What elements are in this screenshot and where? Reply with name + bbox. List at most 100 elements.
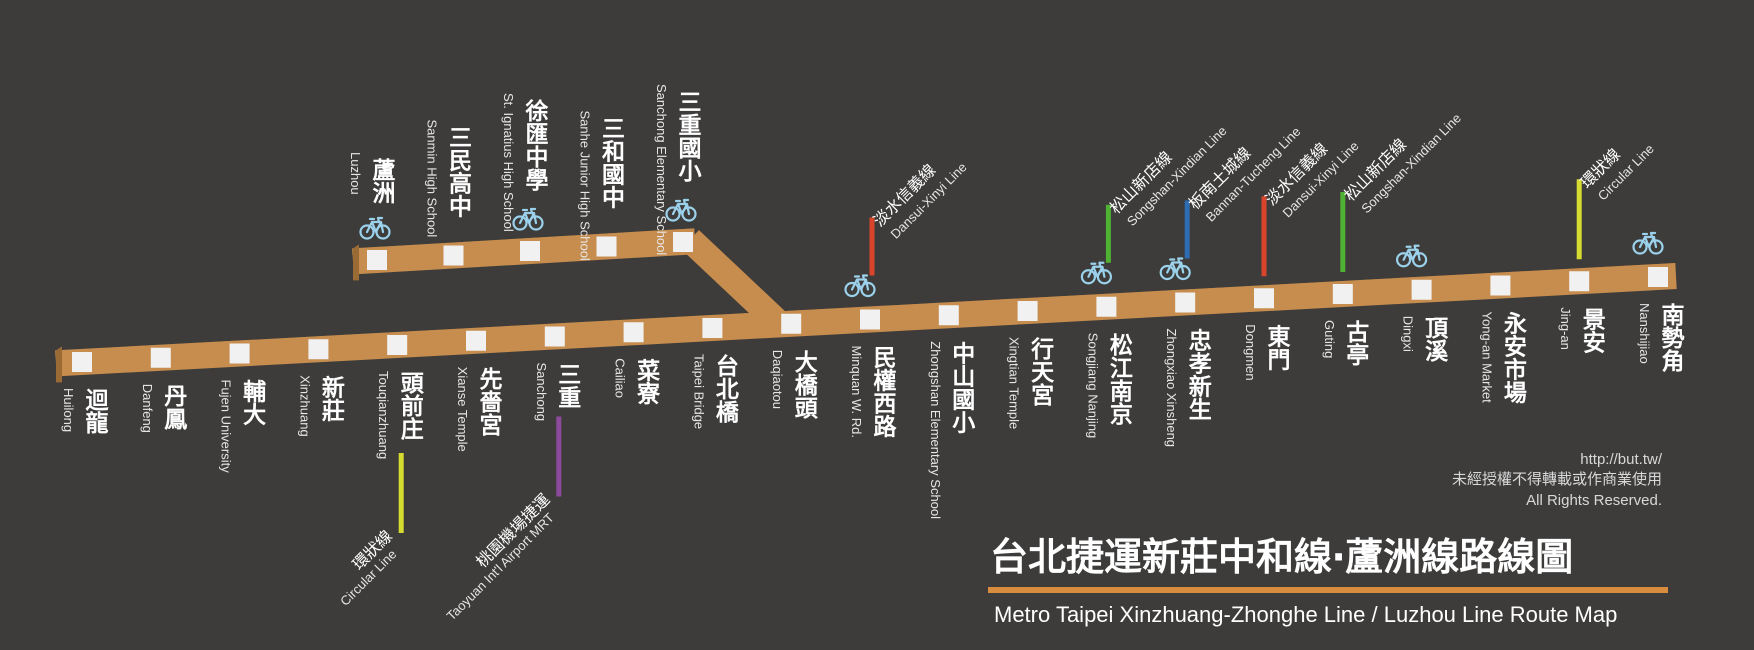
transfer-lines [398,179,1582,533]
station-name-zh: 徐匯中學 [521,98,550,191]
credit-notice: 未經授權不得轉載或作商業使用 [1452,471,1662,488]
station-name-zh: 輔大 [239,379,267,427]
station-name-en: Touqianzhuang [376,371,391,459]
station-name-zh: 三重 [554,363,582,409]
station-marker [72,352,92,372]
station-name-en: Jing-an [1558,307,1573,350]
map-title-en: Metro Taipei Xinzhuang-Zhonghe Line / Lu… [994,602,1617,627]
station-name-zh: 蘆洲 [368,158,396,204]
transfer-name-en: Taoyuan Int'l Airport MRT [444,510,557,623]
station-name-zh: 南勢角 [1657,303,1685,373]
station-taipei-bridge[interactable]: 台北橋 Taipei Bridge [691,353,739,429]
station-marker [1175,292,1196,313]
station-name-en: Xinzhuang [297,375,312,436]
station-name-en: Dongmen [1243,324,1258,380]
station-name-en: Cailiao [613,358,628,398]
station-name-zh: 三民高中 [445,126,473,218]
station-name-en: Fujen University [219,380,234,474]
station-fujen-university[interactable]: 輔大 Fujen University [219,379,267,473]
station-dongmen[interactable]: 東門 Dongmen [1243,324,1291,380]
station-name-en: Yong-an Market [1479,312,1494,404]
station-marker [1411,279,1432,300]
station-marker [596,236,617,257]
station-marker [229,343,250,364]
station-sanchong-elementary-school[interactable]: 三重國小 Sanchong Elementary School [654,84,702,255]
station-name-zh: 台北橋 [711,353,739,423]
station-jing-an[interactable]: 景安 Jing-an [1558,307,1606,353]
station-marker [520,241,540,261]
station-name-en: St. Ignatius High School [501,93,516,232]
station-xianse-temple[interactable]: 先嗇宮 Xianse Temple [455,367,503,452]
station-name-en: Taipei Bridge [691,354,706,429]
title-underline [988,587,1668,593]
bicycle-icon [1632,231,1664,255]
branch-line-endcap [353,244,359,281]
station-st-ignatius-high-school[interactable]: 徐匯中學 St. Ignatius High School [501,93,550,232]
bicycle-icon [1159,257,1191,281]
station-name-en: Luzhou [348,152,363,195]
station-yong-an-market[interactable]: 永安市場 Yong-an Market [1479,312,1527,405]
station-marker [702,318,723,338]
station-sanhe-junior-high-school[interactable]: 三和國中 Sanhe Junior High School [578,111,626,261]
station-sanmin-high-school[interactable]: 三民高中 Sanmin High School [425,120,473,238]
station-name-en: Songjiang Nanjing [1085,333,1100,439]
station-name-zh: 民權西路 [869,346,897,438]
map-title-zh: 台北捷運新莊中和線‧蘆洲線路線圖 [990,535,1573,579]
station-name-zh: 景安 [1578,307,1606,353]
branch-connector-track [681,230,787,332]
station-marker [308,339,329,360]
station-name-en: Zhongshan Elementary School [928,341,943,519]
station-marker [1096,296,1117,317]
station-name-zh: 東門 [1263,324,1291,371]
station-name-en: Xingtian Temple [1007,337,1022,429]
station-marker [367,250,387,270]
station-marker [623,322,644,343]
station-name-en: Sanchong Elementary School [654,84,669,255]
credit-url[interactable]: http://but.tw/ [1580,451,1663,468]
station-name-zh: 行天宮 [1027,336,1056,406]
station-name-zh: 先嗇宮 [475,367,503,436]
station-marker [150,347,171,368]
station-name-en: Sanhe Junior High School [578,111,593,261]
station-xingtian-temple[interactable]: 行天宮 Xingtian Temple [1007,336,1056,429]
transfer-line-bar [1340,192,1346,272]
station-name-en: Guting [1322,320,1337,358]
transfer-line-bar [1261,196,1267,277]
station-marker [938,305,959,326]
station-marker [1332,284,1353,304]
transfer-line-bar [1105,204,1111,263]
station-luzhou[interactable]: 蘆洲 Luzhou [348,152,396,204]
station-marker [544,326,565,347]
station-cailiao[interactable]: 菜寮 Cailiao [613,358,662,404]
station-marker [673,232,693,252]
station-name-zh: 三重國小 [674,90,702,183]
bicycle-icon [844,274,876,298]
transfer-line-bar [398,453,404,533]
credit-rights: All Rights Reserved. [1526,492,1662,509]
station-name-zh: 菜寮 [633,358,662,404]
station-marker [466,330,486,351]
station-name-en: Xianse Temple [455,367,470,452]
transfer-line-bar [1184,200,1190,259]
station-name-en: Huilong [61,388,76,432]
station-name-zh: 頂溪 [1421,316,1449,363]
station-name-zh: 永安市場 [1499,312,1527,405]
station-name-zh: 三和國中 [598,117,626,209]
station-name-en: Zhongxiao Xinsheng [1164,329,1179,448]
station-name-en: Sanmin High School [425,120,440,238]
bicycle-icon [665,198,697,222]
